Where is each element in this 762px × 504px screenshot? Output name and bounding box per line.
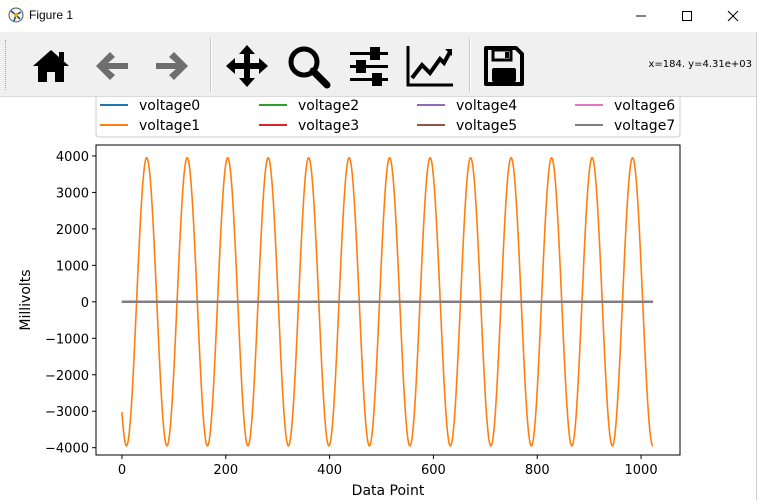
legend-entry: voltage7 <box>575 118 675 134</box>
plot-svg[interactable]: voltage0 voltage1 voltage2 voltage3 voltage4… <box>0 90 756 500</box>
forward-button[interactable] <box>146 40 198 92</box>
series-group <box>121 156 654 447</box>
y-axis-label: Millivolts <box>18 269 34 330</box>
figure-canvas[interactable]: voltage0 voltage1 voltage2 voltage3 voltage4… <box>0 90 756 500</box>
y-tick-label: 1000 <box>56 259 89 274</box>
subplots-button[interactable] <box>343 40 395 92</box>
navigation-toolbar: x=184. y=4.31e+03 <box>0 32 756 97</box>
title-bar: Figure 1 <box>0 0 762 32</box>
y-tick-label: −1000 <box>45 332 89 347</box>
x-tick-label: 200 <box>213 463 238 478</box>
zoom-magnifier-icon <box>288 46 331 89</box>
x-tick-label: 0 <box>118 463 126 478</box>
home-icon <box>33 50 69 82</box>
legend-label: voltage2 <box>298 98 359 114</box>
x-tick-label: 400 <box>317 463 342 478</box>
window-title: Figure 1 <box>29 8 74 22</box>
y-tick-label: −3000 <box>45 405 89 420</box>
x-axis-label: Data Point <box>352 483 425 499</box>
legend-label: voltage5 <box>456 118 517 134</box>
maximize-icon <box>682 11 692 21</box>
y-tick-label: −2000 <box>45 369 89 384</box>
y-tick-label: 3000 <box>56 186 89 201</box>
minimize-button[interactable] <box>618 0 664 32</box>
legend-label: voltage7 <box>614 118 675 134</box>
x-tick-label: 1000 <box>625 463 658 478</box>
edit-axis-button[interactable] <box>404 40 456 92</box>
matplotlib-app-icon <box>8 7 24 23</box>
toolbar-grip[interactable] <box>5 40 9 90</box>
legend-entry: voltage6 <box>575 98 675 114</box>
legend-entry: voltage3 <box>259 118 359 134</box>
legend-label: voltage6 <box>614 98 675 114</box>
legend-entry: voltage2 <box>259 98 359 114</box>
zoom-button[interactable] <box>282 40 334 92</box>
legend-label: voltage1 <box>139 118 200 134</box>
background-window-edge <box>756 32 762 500</box>
legend-label: voltage0 <box>139 98 200 114</box>
legend-label: voltage4 <box>456 98 517 114</box>
back-arrow-icon <box>96 52 128 80</box>
toolbar-separator <box>210 38 212 92</box>
toolbar-separator <box>469 38 471 92</box>
y-tick-label: 0 <box>81 296 89 311</box>
back-button[interactable] <box>86 40 138 92</box>
save-button[interactable] <box>478 40 530 92</box>
minimize-icon <box>636 15 646 17</box>
axes-frame <box>95 144 681 456</box>
save-floppy-icon <box>484 46 524 86</box>
legend-entry: voltage4 <box>417 98 517 114</box>
y-tick-label: −4000 <box>45 442 89 457</box>
y-tick-label: 4000 <box>56 150 89 165</box>
series-line-voltage1 <box>121 156 654 447</box>
legend-entry: voltage0 <box>100 98 200 114</box>
legend-entry: voltage5 <box>417 118 517 134</box>
legend-entry: voltage1 <box>100 118 200 134</box>
cursor-coordinates: x=184. y=4.31e+03 <box>648 59 752 70</box>
close-icon <box>727 10 739 22</box>
axes: 0 200 400 600 800 1000 −4000 −3000 −2000 −1000 0 10… <box>18 144 681 499</box>
forward-arrow-icon <box>156 52 188 80</box>
x-tick-label: 800 <box>525 463 550 478</box>
legend: voltage0 voltage1 voltage2 voltage3 voltage4… <box>95 90 681 138</box>
close-button[interactable] <box>710 0 756 32</box>
y-tick-label: 2000 <box>56 223 89 238</box>
subplots-sliders-icon <box>350 47 388 86</box>
x-tick-label: 600 <box>421 463 446 478</box>
edit-axis-chart-icon <box>406 46 453 87</box>
legend-label: voltage3 <box>298 118 359 134</box>
maximize-button[interactable] <box>664 0 710 32</box>
pan-button[interactable] <box>221 40 273 92</box>
pan-move-icon <box>226 45 268 87</box>
home-button[interactable] <box>25 40 77 92</box>
